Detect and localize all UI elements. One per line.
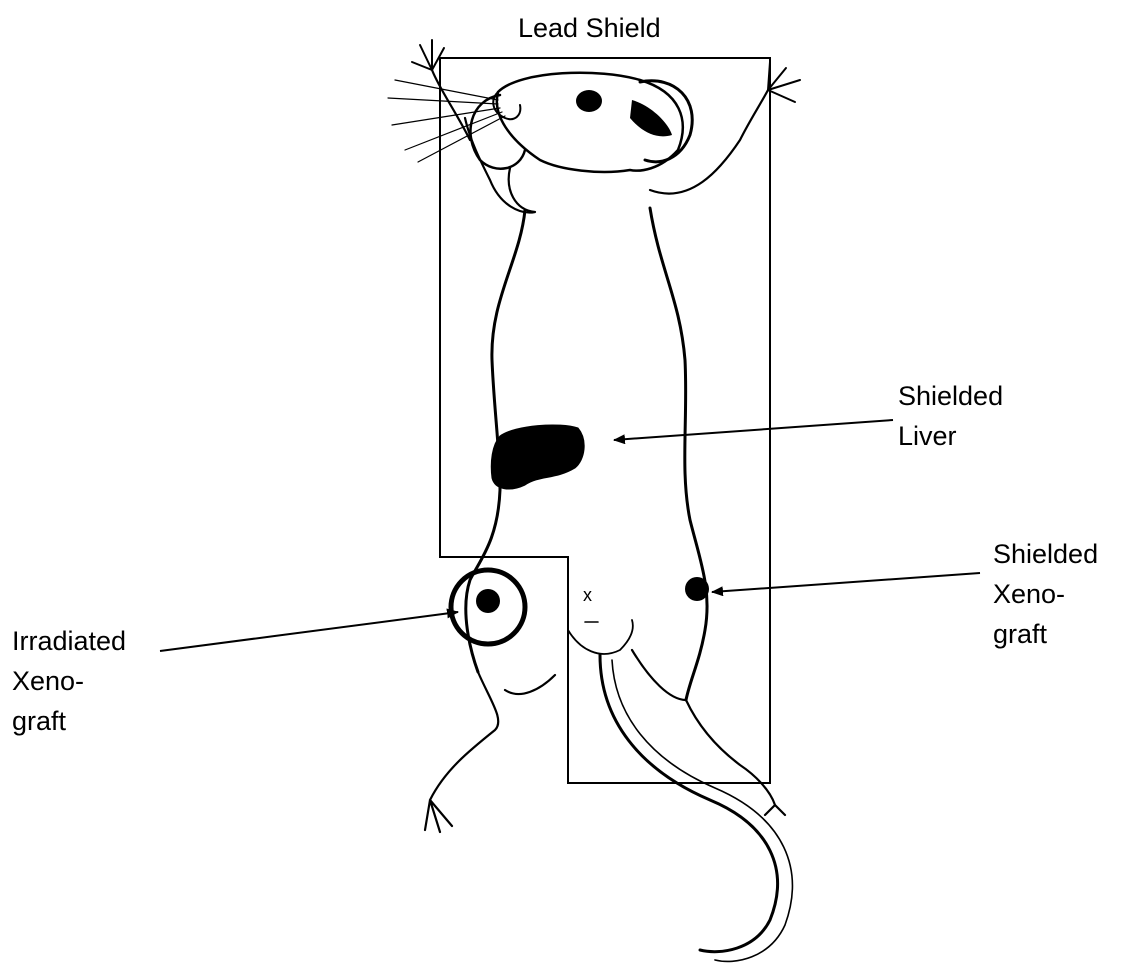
mouse-arm-right — [650, 90, 768, 194]
arrow-shielded-xenograft — [712, 573, 980, 592]
mouse-leg-left — [425, 672, 555, 832]
label-shielded-xenograft-line2: Xeno- — [993, 578, 1065, 610]
mouse-whiskers — [388, 80, 505, 162]
arrow-irradiated-xenograft — [160, 612, 458, 651]
irradiated-xenograft-dot — [476, 589, 500, 613]
shielded-xenograft-dot — [685, 577, 709, 601]
label-shielded-xenograft-line1: Shielded — [993, 538, 1098, 570]
arrow-liver — [614, 420, 893, 440]
label-irradiated-xenograft-line1: Irradiated — [12, 625, 126, 657]
label-irradiated-xenograft-line3: graft — [12, 705, 66, 737]
mouse-dark-patch — [630, 100, 672, 136]
label-irradiated-xenograft-line2: Xeno- — [12, 665, 84, 697]
label-shielded-liver-line1: Shielded — [898, 380, 1003, 412]
mouse-hip — [568, 620, 633, 654]
mouse-tail-inner — [612, 660, 792, 961]
label-shielded-xenograft-line3: graft — [993, 618, 1047, 650]
mouse-x-mark: x — [583, 585, 592, 605]
mouse-paw-right — [768, 62, 800, 102]
mouse-eye — [576, 90, 602, 112]
mouse-arm-left — [432, 70, 535, 213]
mouse-body-right-edge — [650, 208, 707, 700]
mouse-leg-right — [632, 650, 785, 815]
label-lead-shield: Lead Shield — [518, 12, 661, 44]
liver-shape — [491, 425, 584, 489]
mouse-tail — [600, 655, 778, 952]
mouse-sketch: x — [388, 40, 800, 961]
label-shielded-liver-line2: Liver — [898, 420, 957, 452]
